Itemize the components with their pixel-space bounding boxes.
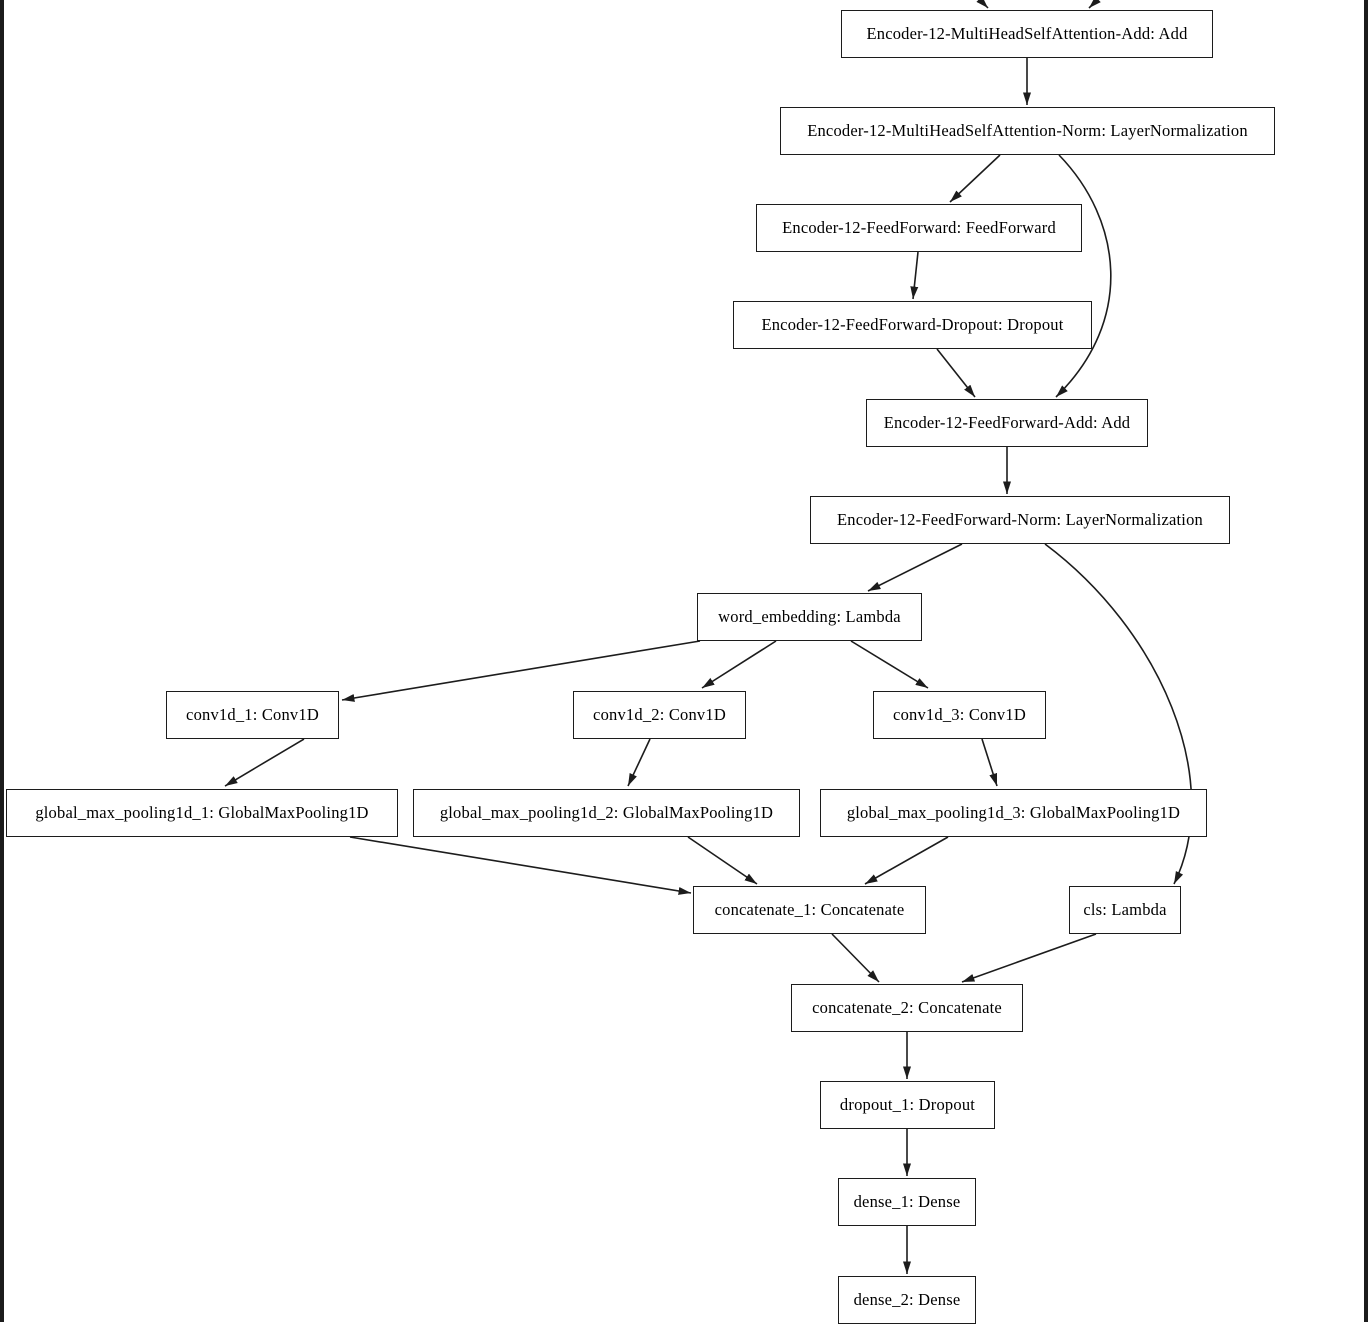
node-encoder-12-multiheadselfattention-add: Encoder-12-MultiHeadSelfAttention-Add: A… <box>841 10 1213 58</box>
edge-gmp-1-to-concatenate-1 <box>349 836 692 895</box>
node-word-embedding: word_embedding: Lambda <box>697 593 922 641</box>
edge-cls-to-concatenate-2 <box>961 933 1097 983</box>
node-concatenate-2: concatenate_2: Concatenate <box>791 984 1023 1032</box>
edge-offscreen-to-mhsa-add-right <box>1088 0 1101 9</box>
edge-conv1d-3-to-gmp-3 <box>981 738 998 787</box>
edge-offscreen-to-mhsa-add-left <box>976 0 989 9</box>
edge-ff-dropout-to-ff-add <box>936 348 976 398</box>
edge-mhsa-norm-to-ff-add <box>1055 154 1112 398</box>
edge-concatenate-1-to-concatenate-2 <box>831 933 880 983</box>
node-concatenate-1: concatenate_1: Concatenate <box>693 886 926 934</box>
edge-word-embedding-to-conv1d-1 <box>341 640 701 702</box>
node-dense-2: dense_2: Dense <box>838 1276 976 1324</box>
edge-word-embedding-to-conv1d-3 <box>850 640 929 689</box>
node-dropout-1: dropout_1: Dropout <box>820 1081 995 1129</box>
node-encoder-12-feedforward-dropout: Encoder-12-FeedForward-Dropout: Dropout <box>733 301 1092 349</box>
edge-word-embedding-to-conv1d-2 <box>701 640 777 689</box>
edge-conv1d-1-to-gmp-1 <box>224 738 305 787</box>
edge-gmp-2-to-concatenate-1 <box>687 836 758 885</box>
node-conv1d-3: conv1d_3: Conv1D <box>873 691 1046 739</box>
edge-conv1d-2-to-gmp-2 <box>627 738 651 787</box>
node-encoder-12-feedforward-add: Encoder-12-FeedForward-Add: Add <box>866 399 1148 447</box>
node-encoder-12-feedforward: Encoder-12-FeedForward: FeedForward <box>756 204 1082 252</box>
node-cls: cls: Lambda <box>1069 886 1181 934</box>
edge-gmp-3-to-concatenate-1 <box>864 836 949 885</box>
node-encoder-12-multiheadselfattention-norm: Encoder-12-MultiHeadSelfAttention-Norm: … <box>780 107 1275 155</box>
edge-ff-to-ff-dropout <box>910 251 919 300</box>
node-global-max-pooling1d-3: global_max_pooling1d_3: GlobalMaxPooling… <box>820 789 1207 837</box>
frame-border-right <box>1364 0 1368 1322</box>
node-dense-1: dense_1: Dense <box>838 1178 976 1226</box>
node-global-max-pooling1d-1: global_max_pooling1d_1: GlobalMaxPooling… <box>6 789 398 837</box>
node-encoder-12-feedforward-norm: Encoder-12-FeedForward-Norm: LayerNormal… <box>810 496 1230 544</box>
frame-border-left <box>0 0 4 1322</box>
node-global-max-pooling1d-2: global_max_pooling1d_2: GlobalMaxPooling… <box>413 789 800 837</box>
edge-ff-norm-to-cls <box>1044 543 1193 885</box>
node-conv1d-2: conv1d_2: Conv1D <box>573 691 746 739</box>
edge-ff-norm-to-word-embedding <box>867 543 963 592</box>
edge-mhsa-norm-to-ff <box>949 154 1001 203</box>
node-conv1d-1: conv1d_1: Conv1D <box>166 691 339 739</box>
